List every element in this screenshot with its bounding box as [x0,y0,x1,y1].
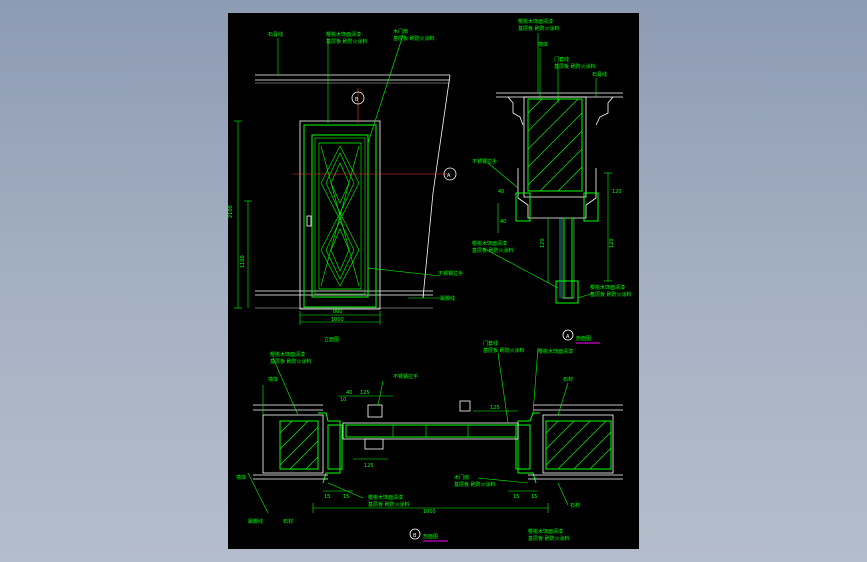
dim-b-overall: 1000 [423,509,436,515]
elevation-section-marker-circle [443,167,457,181]
section-b-marker: B [413,533,417,539]
elevation-view [234,34,457,325]
label-finish-6: 基层板 刷防火涂料 [590,291,632,298]
label-finish-10: 基层板 刷防火涂料 [454,481,496,488]
label-finish-7: 基层板 刷防火涂料 [270,358,312,365]
dim-overall-width: 1000 [331,317,344,323]
label-wall-3: 墙体 [236,474,246,481]
dim-a-5: 120 [612,189,622,195]
dim-b-9: 15 [531,494,537,500]
label-molding-1: 石膏线 [268,31,283,38]
label-stone-1: 石材 [563,376,573,383]
label-veneer-7: 樱桃木饰面清漆 [368,494,403,501]
elevation-detail-marker-circle [351,91,365,105]
dim-b-1: 125 [360,390,370,396]
label-skirting-1: 踢脚线 [440,295,455,302]
section-a-view [482,33,623,344]
label-finish-2: 基层板 刷防火涂料 [393,35,435,42]
section-a-marker: A [566,334,570,340]
label-lock-2: 不锈钢拉手 [472,158,497,165]
dim-b-2: 125 [490,405,500,411]
dim-b-3: 125 [364,463,374,469]
label-veneer-5: 樱桃木饰面清漆 [270,351,305,358]
section-b-marker-circle [409,528,421,540]
label-stone-3: 石材 [570,502,580,509]
label-finish-3: 基层板 刷防火涂料 [518,25,560,32]
dim-a-4: 40 [500,219,506,225]
section-a-title: 剖面图 [576,335,591,342]
label-wall-1: 墙体 [538,41,548,48]
label-skirting-2: 踢脚线 [248,518,263,525]
label-finish-5: 基层板 刷防火涂料 [472,247,514,254]
dim-a-3: 120 [609,238,615,248]
elevation-section-marker: A [447,173,451,179]
label-veneer-6: 樱桃木饰面清漆 [538,348,573,355]
dim-a-2: 120 [540,238,546,248]
section-a-marker-circle [562,329,574,341]
dim-inner-width: 800 [333,309,343,315]
section-b-title: 剖面图 [423,533,438,540]
label-door-1: 木门扇 [393,28,408,35]
label-door-2: 木门扇 [454,474,469,481]
label-veneer-1: 樱桃木饰面清漆 [326,31,361,38]
dim-overall-height: 2100 [228,205,234,218]
label-finish-1: 基层板 刷防火涂料 [326,38,368,45]
label-veneer-2: 樱桃木饰面清漆 [518,18,553,25]
label-stone-2: 石材 [283,518,293,525]
dim-b-5: 10 [340,397,346,403]
section-b-view [247,347,623,542]
drawing-sheet: 石膏线 樱桃木饰面清漆 基层板 刷防火涂料 木门扇 基层板 刷防火涂料 不锈钢拉… [228,13,639,549]
dim-b-8: 15 [513,494,519,500]
label-finish-9: 基层板 刷防火涂料 [368,501,410,508]
elevation-detail-marker: B [355,97,359,103]
door-detail-drawing: 石膏线 樱桃木饰面清漆 基层板 刷防火涂料 木门扇 基层板 刷防火涂料 不锈钢拉… [228,18,632,542]
label-veneer-4: 樱桃木饰面清漆 [590,284,625,291]
dim-b-4: 40 [346,390,352,396]
label-molding-2: 石膏线 [592,71,607,78]
label-lock-3: 不锈钢拉手 [393,373,418,380]
dim-lower-height: 1100 [240,255,246,268]
dim-a-1: 40 [498,189,504,195]
label-frame-2: 门套线 [483,340,498,347]
label-finish-4: 基层板 刷防火涂料 [554,63,596,70]
label-frame-1: 门套线 [554,56,569,63]
label-lock-1: 不锈钢拉手 [438,270,463,277]
dim-b-6: 15 [324,494,330,500]
label-veneer-8: 樱桃木饰面清漆 [528,528,563,535]
elevation-title: 立面图 [324,336,339,343]
label-veneer-3: 樱桃木饰面清漆 [472,240,507,247]
dim-b-7: 15 [343,494,349,500]
label-finish-8: 基层板 刷防火涂料 [483,347,525,354]
label-wall-2: 墙体 [268,376,278,383]
label-finish-11: 基层板 刷防火涂料 [528,535,570,542]
